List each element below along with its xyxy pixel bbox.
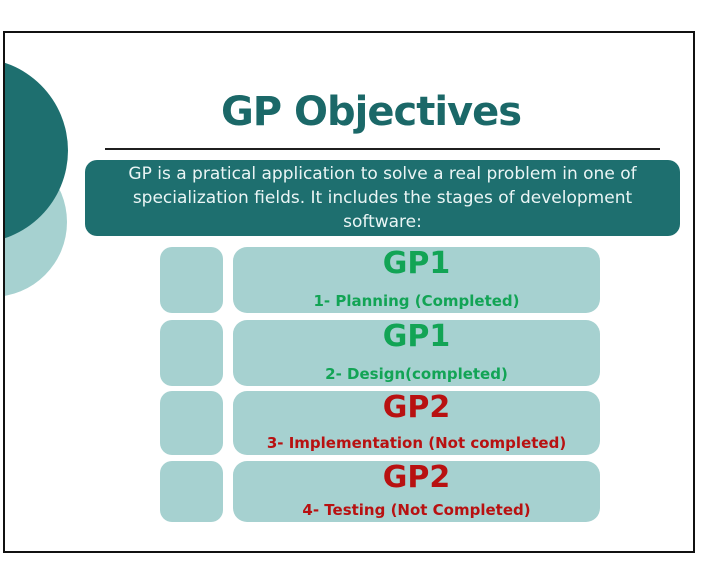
gp-label: GP2 [382,390,451,425]
slide: GP Objectives GP is a pratical applicati… [3,31,695,553]
stage-label: 2- Design(completed) [325,365,508,383]
stage-label: 3- Implementation (Not completed) [266,434,567,452]
stage-row: GP2 3- Implementation (Not completed) [233,391,600,455]
stage-row: GP1 1- Planning (Completed) [233,247,600,313]
stage-bullet-square [160,247,223,313]
stage-bullet-square [160,391,223,455]
stage-label: 1- Planning (Completed) [313,292,520,310]
title-underline [105,148,660,150]
gp-label: GP1 [382,319,451,354]
gp-label: GP2 [382,460,451,495]
stage-label: 4- Testing (Not Completed) [302,501,531,519]
stage-bullet-square [160,320,223,386]
slide-title: GP Objectives [220,89,522,135]
description-line: GP is a pratical application to solve a … [128,164,637,184]
gp-label: GP1 [382,246,451,281]
description-line: specialization fields. It includes the s… [132,188,633,208]
stage-bullet-square [160,461,223,522]
stage-row: GP2 4- Testing (Not Completed) [233,461,600,522]
description-box: GP is a pratical application to solve a … [85,160,680,236]
stage-row: GP1 2- Design(completed) [233,320,600,386]
description-line: software: [343,212,422,232]
